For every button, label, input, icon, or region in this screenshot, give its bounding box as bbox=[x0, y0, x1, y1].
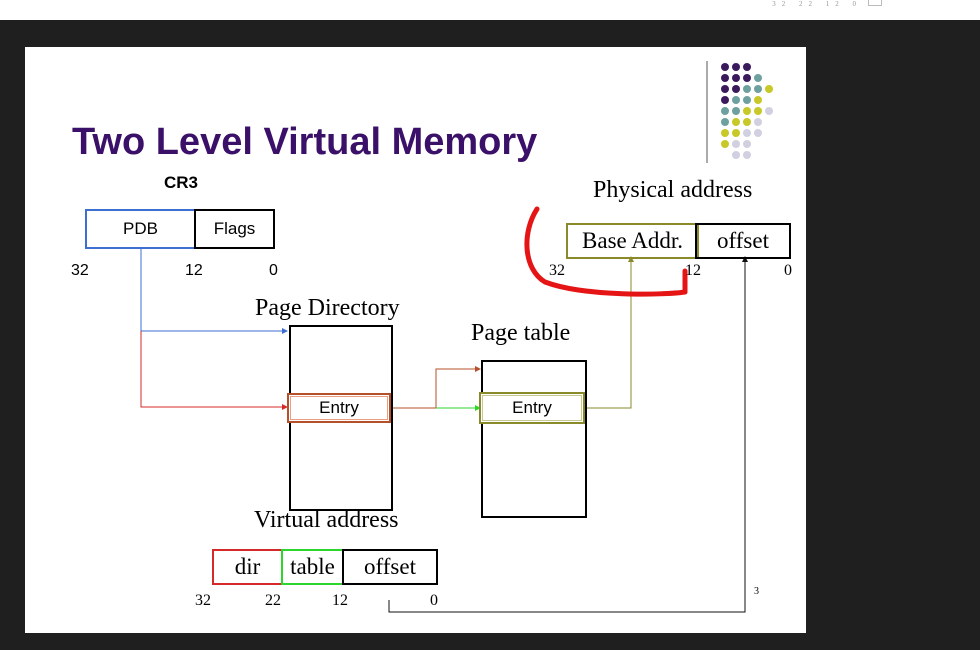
base-addr-field: Base Addr. bbox=[566, 223, 699, 259]
virtual-bit-32: 32 bbox=[195, 592, 211, 609]
physical-address-label: Physical address bbox=[593, 177, 753, 203]
page-table-entry: Entry bbox=[479, 392, 585, 424]
physical-offset-field: offset bbox=[695, 223, 791, 259]
physical-bit-32: 32 bbox=[549, 262, 565, 279]
page-table-label: Page table bbox=[471, 320, 571, 346]
cr3-label: CR3 bbox=[164, 173, 199, 192]
cr3-bit-12: 12 bbox=[185, 262, 203, 279]
slide-title: Two Level Virtual Memory bbox=[72, 121, 538, 163]
virtual-bit-0: 0 bbox=[430, 592, 438, 609]
physical-bit-0: 0 bbox=[784, 262, 792, 279]
virtual-address-label: Virtual address bbox=[254, 507, 399, 533]
virtual-bit-12: 12 bbox=[332, 592, 348, 609]
cr3-bit-0: 0 bbox=[269, 262, 278, 279]
slide: Two Level Virtual Memory CR3 PDB Flags 3… bbox=[25, 47, 806, 633]
physical-bit-12: 12 bbox=[685, 262, 701, 279]
slide-page-number: 3 bbox=[754, 586, 759, 597]
page-directory-entry: Entry bbox=[287, 393, 391, 423]
pdb-field: PDB bbox=[85, 209, 196, 249]
top-strip-numbers: 32 22 12 0 bbox=[772, 0, 862, 8]
virtual-bit-22: 22 bbox=[265, 592, 281, 609]
cr3-bit-32: 32 bbox=[71, 262, 89, 279]
flags-field: Flags bbox=[194, 209, 275, 249]
page-table-box bbox=[481, 360, 587, 518]
virtual-offset-field: offset bbox=[342, 549, 438, 585]
table-field: table bbox=[281, 549, 344, 585]
dir-field: dir bbox=[212, 549, 283, 585]
top-strip-notch bbox=[868, 0, 882, 6]
top-strip: 32 22 12 0 bbox=[0, 0, 980, 20]
page-directory-label: Page Directory bbox=[255, 295, 400, 321]
